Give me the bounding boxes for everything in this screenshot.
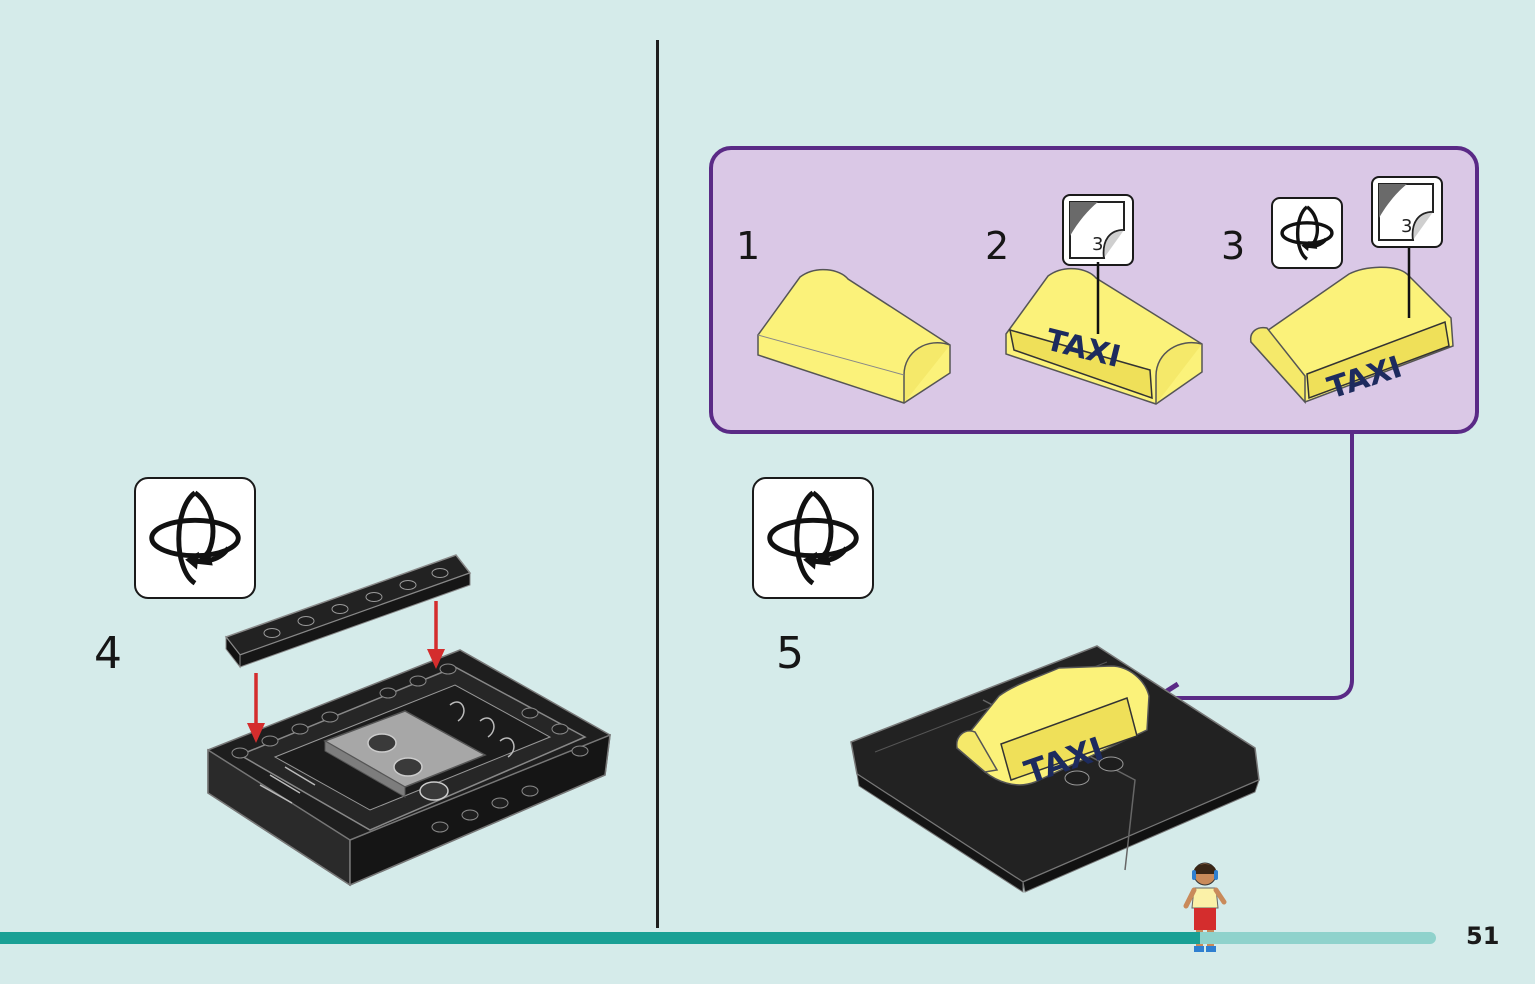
substep-number-3: 3 <box>1221 224 1246 268</box>
progress-bar-remaining <box>1200 932 1436 944</box>
arrow-red-right <box>427 601 445 669</box>
arrow-red-left <box>247 673 265 743</box>
step-number-4: 4 <box>94 628 122 679</box>
yellow-slope-brick-taxi: TAXI <box>1005 262 1203 405</box>
page-divider <box>656 40 659 928</box>
substep-number-2: 2 <box>985 224 1010 268</box>
rotate-model-icon-small <box>1271 197 1343 269</box>
sticker-icon: 3 <box>1062 194 1134 266</box>
yellow-slope-brick-taxi-rotated: TAXI <box>1249 248 1454 406</box>
step4-assembly-illustration <box>207 554 611 887</box>
sticker-icon-2: 3 <box>1371 176 1443 248</box>
step-number-5: 5 <box>776 628 804 679</box>
substep-number-1: 1 <box>736 224 761 268</box>
rotate-model-icon <box>134 477 256 599</box>
sticker-number: 3 <box>1092 234 1104 255</box>
step5-taxi-roof-illustration: TAXI <box>850 645 1260 893</box>
page-number: 51 <box>1466 922 1500 950</box>
sticker-number-2: 3 <box>1401 216 1413 237</box>
progress-bar-completed <box>0 932 1200 944</box>
yellow-slope-brick-1 <box>757 268 951 404</box>
rotate-model-icon-step5 <box>752 477 874 599</box>
